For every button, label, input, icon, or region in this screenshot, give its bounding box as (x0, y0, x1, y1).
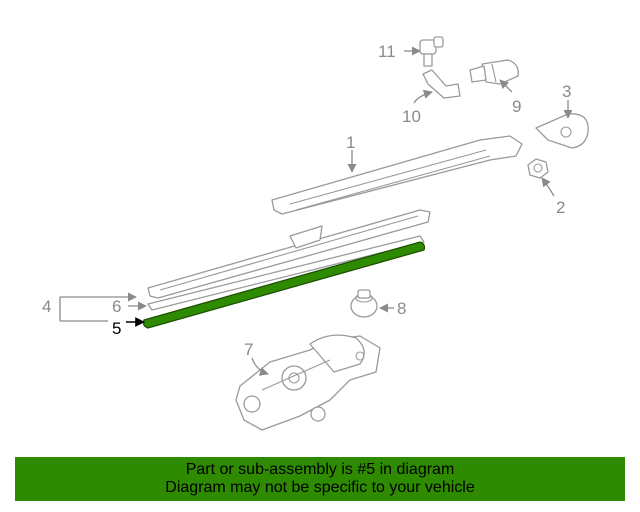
grommet-part-8[interactable] (350, 289, 378, 318)
callout-6: 6 (112, 297, 121, 316)
washer-nozzle-fitting-part-11[interactable] (419, 36, 444, 67)
callout-11: 11 (378, 42, 396, 61)
leader-10 (413, 89, 433, 104)
callout-10: 10 (402, 107, 421, 126)
wiper-blade-part-6[interactable] (147, 209, 431, 311)
washer-nozzle-part-9[interactable] (469, 59, 519, 85)
callout-3: 3 (562, 82, 571, 101)
leader-9 (499, 79, 513, 93)
wiper-arm-cap-part-3[interactable] (535, 113, 589, 149)
callout-4: 4 (42, 297, 51, 316)
washer-hose-part-10[interactable] (422, 69, 461, 99)
wiper-motor-part-7[interactable] (235, 334, 381, 431)
info-banner: Part or sub-assembly is #5 in diagram Di… (15, 457, 625, 501)
banner-line-1: Part or sub-assembly is #5 in diagram (185, 461, 455, 478)
callout-9: 9 (512, 97, 521, 116)
leader-2 (541, 177, 555, 197)
banner-line-2: Diagram may not be specific to your vehi… (165, 479, 475, 496)
callout-1: 1 (346, 133, 355, 152)
parts-diagram: 11 10 9 3 2 1 (42, 36, 589, 431)
callout-8: 8 (397, 299, 406, 318)
callout-5: 5 (112, 319, 121, 338)
nut-part-2[interactable] (527, 158, 549, 179)
wiper-arm-part-1[interactable] (271, 135, 523, 215)
callout-7: 7 (244, 340, 253, 359)
leader-7 (251, 357, 269, 376)
callout-2: 2 (556, 198, 565, 217)
